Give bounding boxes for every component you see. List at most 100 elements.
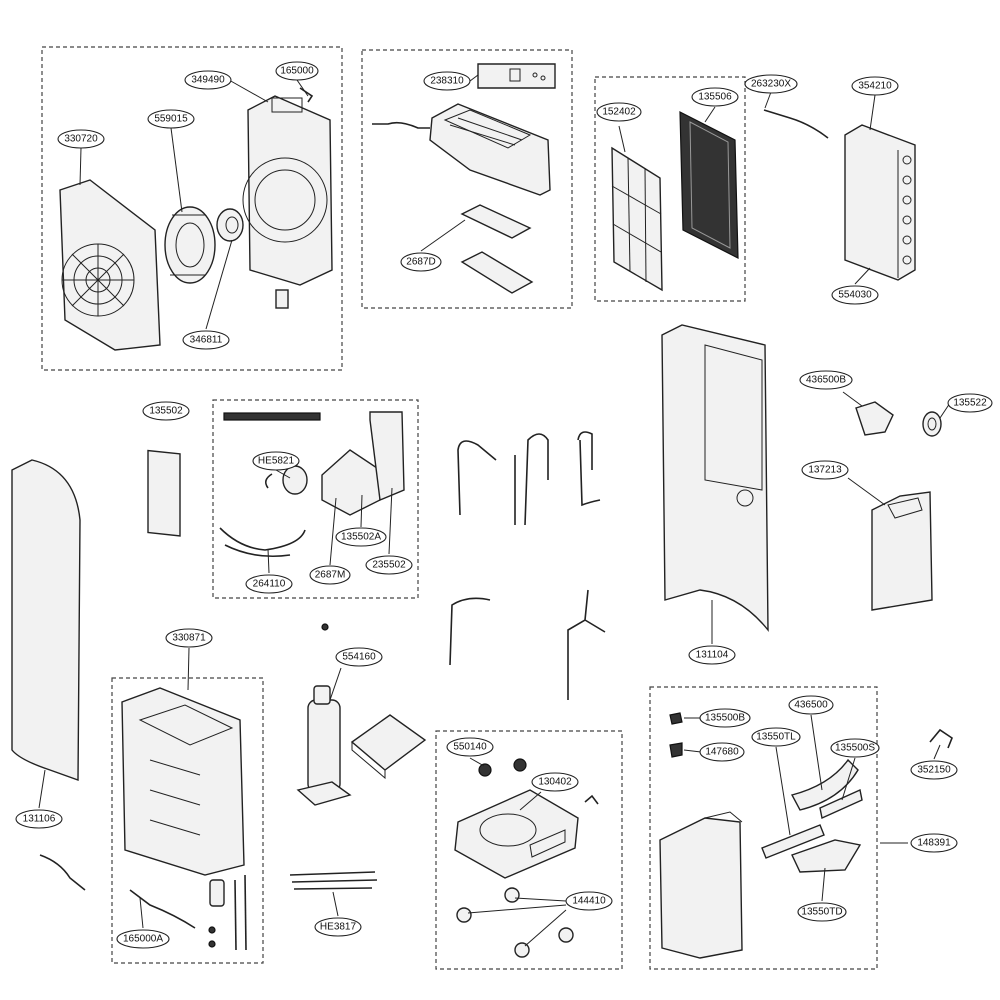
callout-135506[interactable]: 135506 [691,87,739,107]
base-pan-130402 [454,789,579,879]
compressor-554160 [296,685,352,806]
group-box-filter [594,76,746,302]
callout-165000A[interactable]: 165000A [116,929,170,949]
drain-hose-263230X [763,109,829,139]
callout-13550TD[interactable]: 13550TD [797,902,847,922]
callout-label: 354210 [858,81,892,92]
callout-HE3817[interactable]: HE3817 [314,917,362,937]
callout-238310[interactable]: 238310 [423,71,471,91]
callout-label: 130402 [538,777,572,788]
pcb-holder [460,251,534,294]
blower-fan-wheel [164,206,216,284]
caster-1 [456,907,472,923]
tank-cover-137213 [871,491,933,611]
callout-label: 263230X [751,79,791,90]
callout-264110[interactable]: 264110 [245,574,293,594]
callout-354210[interactable]: 354210 [851,76,899,96]
small-nut [321,623,329,631]
callout-436500B[interactable]: 436500B [799,370,853,390]
callout-label: 13550TL [756,732,796,743]
callout-13550TL[interactable]: 13550TL [751,727,801,747]
callout-137213[interactable]: 137213 [801,460,849,480]
evaporator-coil [844,124,916,281]
base-frame-330871 [121,687,245,876]
rod-2 [244,874,247,951]
callout-165000[interactable]: 165000 [275,61,319,81]
callout-559015[interactable]: 559015 [147,109,195,129]
callout-label: 554030 [838,290,872,301]
rubber-foot-1 [478,763,492,777]
tank-lid-13550TD [791,839,862,873]
callout-330720[interactable]: 330720 [57,129,105,149]
callout-label: 264110 [253,579,286,590]
callout-135500S[interactable]: 135500S [830,738,880,758]
callout-label: 346811 [190,335,223,346]
rubber-foot-2 [513,758,527,772]
callout-label: 238310 [430,76,464,87]
callout-346811[interactable]: 346811 [182,330,230,350]
callout-152402[interactable]: 152402 [596,102,642,122]
callout-label: 349490 [191,75,225,86]
callout-144410[interactable]: 144410 [565,891,613,911]
callout-label: 135502A [341,532,381,543]
display-pcb [460,204,532,239]
callout-135502[interactable]: 135502 [142,401,190,421]
bar-135500S [819,789,863,819]
float-switch [209,879,225,907]
fan-motor [216,208,244,242]
callout-131104[interactable]: 131104 [688,645,736,665]
callout-label: 2687M [315,570,346,581]
callout-148391[interactable]: 148391 [910,833,958,853]
callout-label: 165000 [280,66,314,77]
callout-135502A[interactable]: 135502A [335,527,387,547]
callout-147680[interactable]: 147680 [699,742,745,762]
callout-2687D[interactable]: 2687D [400,252,442,272]
control-panel-overlay [477,63,556,89]
tank-handle-436500 [790,758,859,811]
callout-label: 165000A [123,934,163,945]
insulation-sheet [350,714,427,780]
handle-436500B [855,401,894,436]
screw-2 [208,940,216,948]
callout-263230X[interactable]: 263230X [744,74,798,94]
caster-4 [558,927,574,943]
callout-135500B[interactable]: 135500B [699,708,751,728]
callout-352150[interactable]: 352150 [910,760,958,780]
callout-330871[interactable]: 330871 [165,628,213,648]
group-box-top-cover [361,49,573,309]
callout-550140[interactable]: 550140 [446,737,494,757]
callout-554030[interactable]: 554030 [831,285,879,305]
top-cover [429,103,551,196]
capillary-tube-he3817 [289,871,378,890]
leader-lines [38,74,951,947]
tube-b [514,433,549,526]
callout-135522[interactable]: 135522 [947,393,993,413]
callout-label: HE3817 [320,922,357,933]
callout-label: 147680 [705,747,739,758]
tube-d [449,597,491,666]
callout-label: 559015 [154,114,188,125]
callout-label: 2687D [406,257,435,268]
callout-label: 137213 [808,465,842,476]
callout-554160[interactable]: 554160 [335,647,383,667]
callout-131106[interactable]: 131106 [15,809,63,829]
callout-label: 436500B [806,375,846,386]
pin-135500B [669,712,683,725]
callout-130402[interactable]: 130402 [531,772,579,792]
float-352150 [929,728,953,749]
group-box-blower [41,46,343,371]
callout-label: 554160 [342,652,376,663]
rear-cabinet-131104 [661,324,769,633]
group-box-water-tank [649,686,878,970]
callout-235502[interactable]: 235502 [365,555,413,575]
control-pcb-assembly [321,411,405,516]
callout-349490[interactable]: 349490 [184,70,232,90]
clip-base [584,794,599,805]
front-cabinet-131106 [11,459,81,781]
callout-2687M[interactable]: 2687M [309,565,351,585]
callout-label: 135502 [149,406,183,417]
callout-HE5821[interactable]: HE5821 [252,451,300,471]
callout-label: 330871 [172,633,206,644]
caster-2 [504,887,520,903]
callout-436500[interactable]: 436500 [788,695,834,715]
